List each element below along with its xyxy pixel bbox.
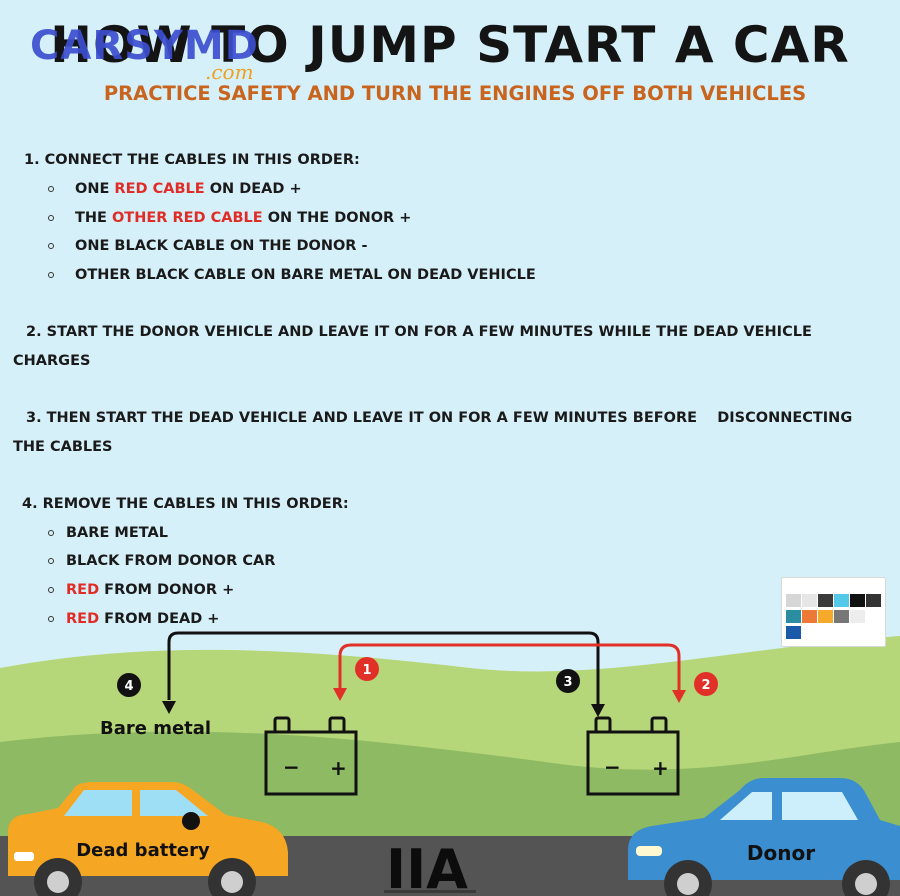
- page-subtitle: PRACTICE SAFETY AND TURN THE ENGINES OFF…: [103, 82, 807, 105]
- red-arrow-head-right: [672, 690, 686, 703]
- brand-mark-tagline: [384, 890, 476, 893]
- bullet-dot: [48, 587, 54, 593]
- iia-brand-mark: IIA: [386, 838, 468, 896]
- svg-text:1: 1: [362, 663, 371, 678]
- donor-car-illustration: Donor: [628, 778, 900, 896]
- step-badge-4: 4: [117, 673, 141, 697]
- page-title: HOW TO JUMP START A CAR: [50, 16, 850, 74]
- step3-line-2: THE CABLES: [13, 439, 113, 455]
- color-swatch[interactable]: [786, 626, 801, 639]
- logo-name: CARSYMD: [30, 23, 259, 69]
- bullet-dot: [48, 616, 54, 622]
- red-arrow-head-left: [333, 688, 347, 701]
- step-badge-2: 2: [694, 672, 718, 696]
- bullet-dot: [48, 243, 54, 249]
- watermark-logo: CARSYMD .com: [30, 23, 259, 84]
- color-palette-panel[interactable]: [781, 577, 886, 647]
- step4-heading: 4. REMOVE THE CABLES IN THIS ORDER:: [22, 496, 349, 512]
- color-swatch[interactable]: [818, 594, 833, 607]
- bullet-dot: [48, 186, 54, 192]
- color-swatch[interactable]: [802, 594, 817, 607]
- black-cable-line: [167, 631, 600, 706]
- color-swatch[interactable]: [850, 610, 865, 623]
- black-arrow-head-right: [591, 704, 605, 717]
- donor-car-label: Donor: [747, 841, 815, 865]
- step4-item-4: RED FROM DEAD +: [66, 611, 220, 627]
- svg-text:−: −: [283, 755, 300, 779]
- step3-line-1: 3. THEN START THE DEAD VEHICLE AND LEAVE…: [26, 410, 853, 426]
- bullet-dot: [48, 215, 54, 221]
- color-swatch[interactable]: [818, 610, 833, 623]
- color-swatch[interactable]: [850, 594, 865, 607]
- step1-item-1: ONE RED CABLE ON DEAD +: [75, 181, 302, 197]
- step2-line-2: CHARGES: [13, 353, 91, 369]
- bullet-dot: [48, 530, 54, 536]
- step2-line-1: 2. START THE DONOR VEHICLE AND LEAVE IT …: [26, 324, 812, 340]
- black-arrow-head-left: [162, 701, 176, 714]
- bare-metal-label: Bare metal: [100, 718, 211, 739]
- bullet-dot: [48, 558, 54, 564]
- step1-item-4: OTHER BLACK CABLE ON BARE METAL ON DEAD …: [75, 267, 536, 283]
- step-badge-3: 3: [556, 669, 580, 693]
- dead-battery-icon: − +: [264, 716, 358, 796]
- step4-item-2: BLACK FROM DONOR CAR: [66, 553, 276, 569]
- svg-text:+: +: [330, 756, 347, 780]
- svg-text:−: −: [604, 755, 621, 779]
- svg-text:2: 2: [701, 678, 710, 693]
- red-cable-line: [338, 643, 681, 690]
- color-swatch[interactable]: [834, 594, 849, 607]
- dead-car-label: Dead battery: [76, 840, 210, 861]
- donor-battery-icon: − +: [586, 716, 680, 796]
- color-swatch[interactable]: [802, 610, 817, 623]
- dead-car-illustration: Dead battery: [8, 782, 288, 896]
- step4-item-1: BARE METAL: [66, 525, 168, 541]
- bullet-dot: [48, 272, 54, 278]
- step1-heading: 1. CONNECT THE CABLES IN THIS ORDER:: [24, 152, 360, 168]
- svg-text:4: 4: [124, 679, 133, 694]
- svg-text:+: +: [652, 756, 669, 780]
- color-swatch[interactable]: [786, 610, 801, 623]
- step1-item-2: THE OTHER RED CABLE ON THE DONOR +: [75, 210, 412, 226]
- step4-item-3: RED FROM DONOR +: [66, 582, 235, 598]
- step1-item-3: ONE BLACK CABLE ON THE DONOR -: [75, 238, 368, 254]
- logo-suffix: .com: [205, 60, 254, 84]
- color-swatch[interactable]: [786, 594, 801, 607]
- color-swatch[interactable]: [834, 610, 849, 623]
- color-swatch[interactable]: [866, 594, 881, 607]
- step-badge-1: 1: [355, 657, 379, 681]
- svg-text:3: 3: [563, 675, 572, 690]
